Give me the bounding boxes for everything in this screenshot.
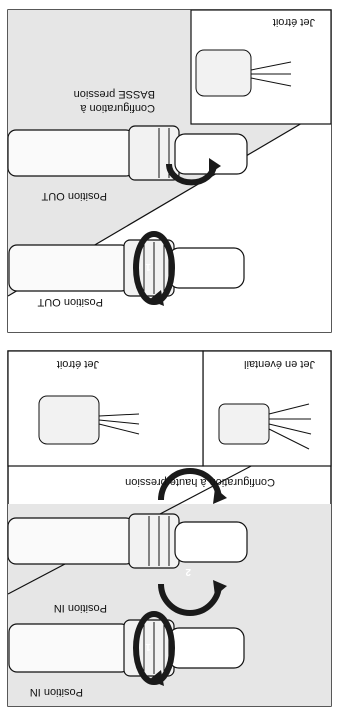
position-out-label-upper: Position OUT	[42, 190, 107, 202]
arrow-1-label: 1	[145, 641, 151, 652]
inset-narrow-jet-box	[8, 351, 203, 466]
position-in-label-upper: Position IN	[54, 602, 107, 614]
arrow-1-label-bottom: 1	[145, 261, 151, 272]
top-narrow-jet-caption: Jet étroit	[57, 358, 99, 370]
arrow-2-label-bottom: 2	[183, 157, 189, 168]
position-in-label-lower: Position IN	[30, 686, 83, 698]
arrow-2-label: 2	[185, 566, 191, 577]
nozzle-position-out-lower: 2	[8, 126, 247, 182]
high-pressure-label: Configuration à haute pression	[125, 476, 275, 488]
high-pressure-panel: 1 2	[0, 344, 339, 714]
low-pressure-label-line1: Configuration à	[80, 102, 155, 114]
low-pressure-panel: 1 2	[0, 6, 339, 336]
position-out-label-lower: Position OUT	[38, 296, 103, 308]
low-pressure-label-line2: BASSE pression	[74, 88, 155, 100]
top-fan-jet-caption: Jet en éventail	[244, 358, 315, 370]
bottom-narrow-jet-caption: Jet étroit	[273, 16, 315, 28]
